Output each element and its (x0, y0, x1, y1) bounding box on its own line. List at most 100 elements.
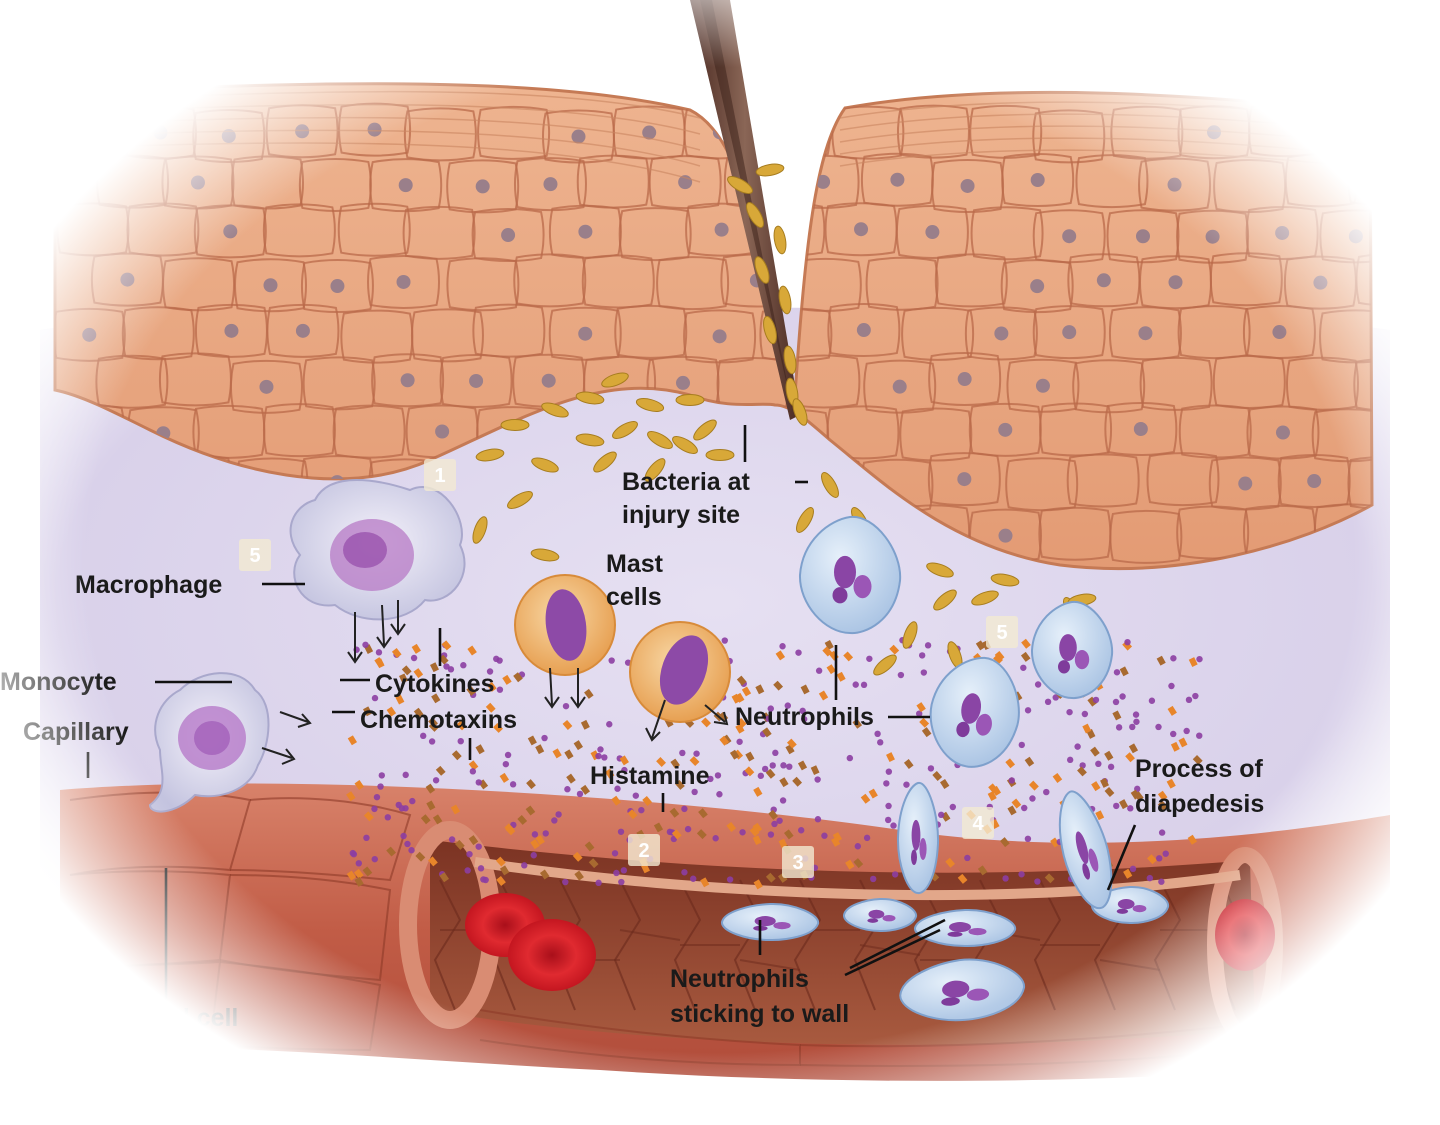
label-endothelial-line2: of capillary (55, 1040, 187, 1068)
skin-cell (1384, 505, 1440, 557)
step-badge: 2 (628, 834, 660, 866)
label-cytokines: Cytokines (375, 670, 494, 698)
skin-cell-nucleus (1133, 422, 1148, 437)
skin-cell-nucleus (541, 373, 556, 388)
skin-cell (758, 104, 832, 159)
skin-cell (1387, 108, 1440, 160)
label-neutrophils: Neutrophils (735, 703, 874, 731)
macrophage-cell (289, 479, 466, 621)
skin-cell-nucleus (120, 272, 135, 287)
bacterium (675, 394, 705, 406)
skin-cell-nucleus (998, 528, 1013, 543)
skin-cell-nucleus (676, 375, 691, 390)
label-mast-line2: cells (606, 583, 662, 611)
skin-cell-nucleus (578, 224, 593, 239)
skin-cell-nucleus (925, 225, 940, 240)
label-macrophage: Macrophage (75, 571, 222, 599)
label-neutrophils-wall-line1: Neutrophils (670, 965, 809, 993)
skin-cell-nucleus (1062, 229, 1077, 244)
skin-cell-nucleus (854, 222, 869, 237)
skin-cell-nucleus (1313, 275, 1328, 290)
skin-cell-nucleus (1062, 325, 1077, 340)
skin-cell-nucleus (330, 279, 345, 294)
step-number: 3 (792, 852, 803, 874)
label-capillary: Capillary (23, 718, 129, 746)
skin-cell-nucleus (295, 323, 310, 338)
bacterium (500, 419, 530, 431)
skin-cell-nucleus (475, 179, 490, 194)
skin-cell-nucleus (1413, 524, 1427, 538)
skin-cell-nucleus (1238, 476, 1253, 491)
skin-cell-nucleus (224, 323, 239, 338)
skin-cell (1426, 160, 1440, 212)
bacterium (705, 449, 735, 461)
mast-cell (629, 621, 731, 723)
step-badge: 5 (239, 539, 271, 571)
skin-cell (1392, 208, 1440, 260)
skin-cell-nucleus (223, 224, 238, 239)
skin-cell-nucleus (1275, 425, 1290, 440)
skin-cell (1390, 409, 1440, 461)
skin-cell-nucleus (1272, 325, 1287, 340)
skin-cell-nucleus (892, 379, 907, 394)
skin-cell-nucleus (396, 274, 411, 289)
skin-cell-nucleus (712, 329, 727, 344)
skin-cell-nucleus (1207, 125, 1222, 140)
label-diapedesis-line2: diapedesis (1135, 790, 1264, 818)
skin-cell (1423, 459, 1440, 511)
bacterium (773, 225, 787, 255)
skin-cell-nucleus (1135, 229, 1150, 244)
skin-cell-nucleus (1030, 279, 1045, 294)
skin-cell-nucleus (890, 172, 905, 187)
label-histamine: Histamine (590, 762, 710, 790)
mast-cell (514, 574, 616, 676)
step-badge: 5 (986, 616, 1018, 648)
step-number: 1 (434, 465, 445, 487)
skin-cell-nucleus (960, 178, 975, 193)
skin-cell-nucleus (469, 373, 484, 388)
skin-cell-nucleus (82, 327, 97, 342)
bacterium (755, 163, 785, 177)
skin-cell (1391, 307, 1440, 359)
skin-cell-nucleus (714, 222, 729, 237)
skin-cell-nucleus (1205, 229, 1220, 244)
skin-cell-nucleus (1167, 177, 1182, 192)
label-neutrophils-wall-line2: sticking to wall (670, 1000, 849, 1028)
label-bacteria-line2: injury site (622, 501, 740, 529)
label-monocyte: Monocyte (0, 668, 117, 696)
skin-cell-nucleus (295, 124, 310, 139)
skin-cell-nucleus (435, 424, 450, 439)
skin-cell-nucleus (1096, 273, 1111, 288)
step-badge: 1 (424, 459, 456, 491)
skin-cell-nucleus (501, 228, 516, 243)
skin-cell-nucleus (263, 278, 278, 293)
label-bacteria-line1: Bacteria at (622, 468, 751, 496)
skin-cell (1420, 256, 1440, 308)
skin-cell-nucleus (400, 373, 415, 388)
skin-cell-nucleus (1421, 227, 1435, 241)
label-diapedesis-line1: Process of (1135, 755, 1264, 783)
neutrophil (843, 897, 918, 933)
step-badge: 3 (782, 846, 814, 878)
skin-cell-nucleus (190, 175, 205, 190)
skin-cell-nucleus (578, 326, 593, 341)
skin-cell-nucleus (1415, 127, 1429, 141)
step-number: 5 (996, 622, 1007, 644)
label-endothelial-line1: Endothelial cell (55, 1004, 238, 1032)
step-badge: 4 (962, 807, 994, 839)
step-number: 5 (249, 545, 260, 567)
skin-cell (1420, 354, 1440, 406)
skin-cell-nucleus (398, 178, 413, 193)
skin-cell-nucleus (998, 422, 1013, 437)
step-number: 2 (638, 840, 649, 862)
skin-cell-nucleus (367, 122, 382, 137)
skin-cell-nucleus (856, 323, 871, 338)
skin-cell-nucleus (957, 472, 972, 487)
label-chemotaxins: Chemotaxins (360, 706, 517, 734)
skin-cell-nucleus (994, 326, 1009, 341)
skin-cell-nucleus (957, 372, 972, 387)
skin-cell-nucleus (1348, 229, 1363, 244)
skin-cell-nucleus (1377, 172, 1391, 186)
skin-cell-nucleus (1307, 474, 1322, 489)
